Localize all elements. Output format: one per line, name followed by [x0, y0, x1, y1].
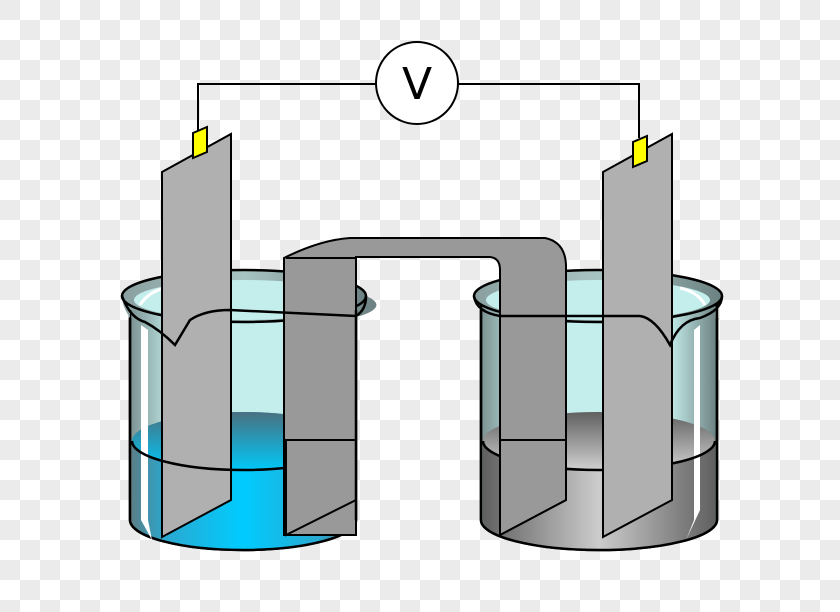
voltmeter-label: V [402, 59, 432, 110]
beaker-front-rims [120, 295, 724, 520]
right-electrode [602, 132, 673, 539]
voltmeter: V [375, 41, 459, 125]
wire-circuit [197, 83, 640, 140]
left-terminal-clip [192, 125, 208, 160]
right-terminal-clip [632, 134, 648, 169]
left-electrode [161, 125, 232, 539]
